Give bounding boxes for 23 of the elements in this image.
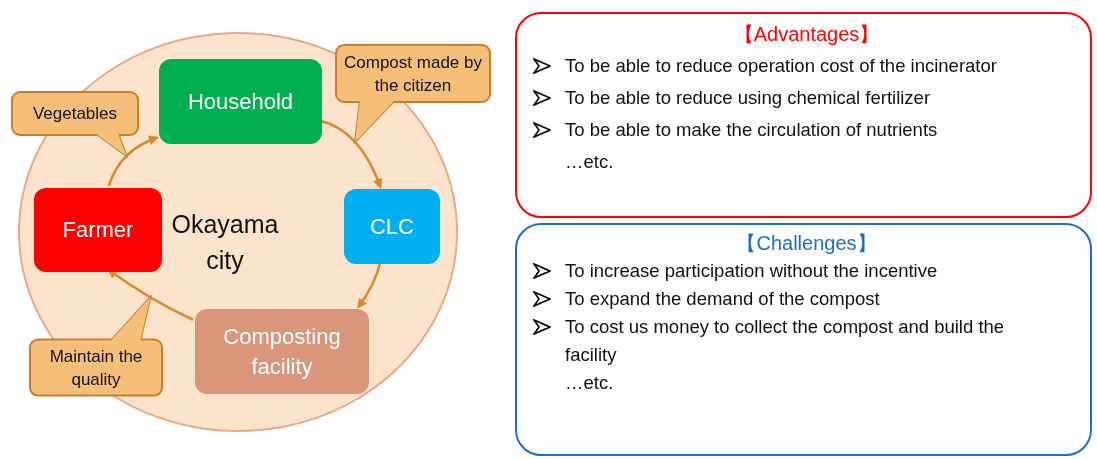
rounded-panel [515,12,1092,218]
arrow [319,119,383,189]
process-box: CLC [344,189,440,264]
list-item: To expand the demand of the compost [565,287,880,311]
arrow [107,135,159,187]
callout: Maintain the quality [28,295,164,398]
process-box: Household [159,59,322,144]
list-item: To increase participation without the incentive [565,259,938,283]
panel-heading: 【Challenges】 [735,231,878,256]
list-item: To be able to make the circulation of nutrients [565,118,938,142]
list-item: …etc. [565,371,614,395]
panel-heading: 【Advantages】 [732,22,881,47]
list-item: To cost us money to collect the compost and build the facility [565,315,1006,367]
list-item: To be able to reduce using chemical fertilizer [565,86,931,110]
callout: Vegetables [10,90,140,158]
callout: Compost made by the citizen [334,43,492,144]
circle-label: Okayama city [170,209,280,276]
list-item: To be able to reduce operation cost of the incinerator [565,54,997,78]
process-box: Farmer [34,188,162,272]
process-box: Composting facility [195,309,369,394]
arrow [357,261,382,309]
rounded-panel [515,223,1092,456]
list-item: …etc. [565,150,614,174]
